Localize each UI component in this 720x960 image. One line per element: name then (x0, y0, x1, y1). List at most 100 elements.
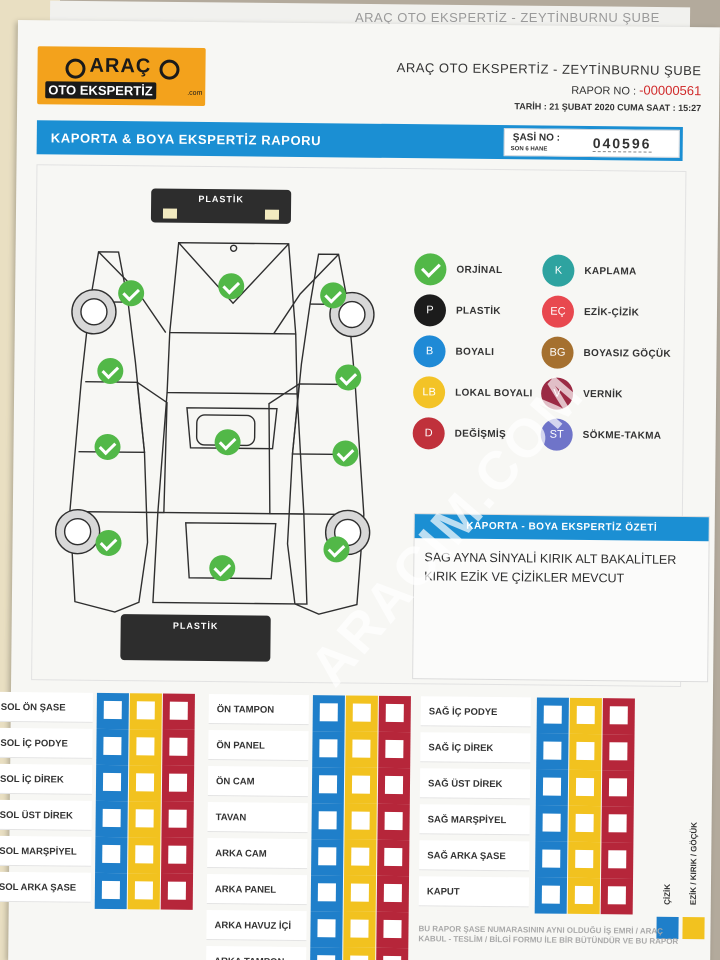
yellow-condition-cell (345, 731, 378, 768)
checkbox[interactable] (608, 778, 628, 797)
checkbox[interactable] (352, 739, 371, 758)
logo-domain: .com (187, 89, 203, 97)
checkbox[interactable] (169, 701, 188, 720)
checkbox[interactable] (351, 811, 370, 830)
wheel-icon (159, 59, 180, 80)
car-outline-diagram (54, 241, 375, 615)
checkbox[interactable] (384, 775, 404, 795)
part-label: SOL ÖN ŞASE (0, 691, 93, 723)
blue-condition-cell (535, 769, 569, 806)
part-label: SAĞ ARKA ŞASE (419, 840, 530, 872)
chassis-value: 040596 (592, 135, 652, 153)
checkbox[interactable] (135, 845, 154, 864)
checkbox[interactable] (351, 775, 371, 794)
checkbox[interactable] (350, 883, 369, 902)
checkbox[interactable] (383, 955, 402, 960)
report-number: -00000561 (639, 82, 702, 99)
checkbox[interactable] (317, 919, 336, 938)
checkbox[interactable] (541, 885, 560, 904)
checkbox[interactable] (608, 850, 627, 869)
checkbox[interactable] (168, 845, 187, 864)
red-condition-cell (377, 803, 410, 841)
checkbox[interactable] (576, 741, 595, 761)
red-condition-cell (162, 729, 195, 766)
checkbox[interactable] (134, 881, 153, 900)
checkbox[interactable] (318, 775, 338, 794)
part-label: ÖN TAMPON (208, 694, 309, 726)
legend-label: KAPLAMA (584, 265, 637, 277)
fog-light (264, 209, 280, 220)
checkbox[interactable] (319, 739, 338, 758)
blue-condition-cell (95, 800, 128, 838)
checkbox[interactable] (103, 736, 122, 756)
blue-condition-cell (534, 877, 568, 914)
checkbox[interactable] (575, 777, 595, 797)
blue-condition-cell (309, 947, 343, 960)
yellow-condition-cell (344, 767, 378, 804)
checkbox[interactable] (351, 847, 370, 866)
legend-code-icon: BG (541, 336, 574, 369)
blue-condition-cell (312, 731, 345, 768)
checkbox[interactable] (609, 706, 628, 725)
checkbox[interactable] (384, 811, 403, 831)
checkbox[interactable] (576, 705, 595, 725)
yellow-key-label: EZİK / KIRIK / GÖÇÜK (688, 821, 699, 906)
original-check-icon (332, 440, 359, 467)
checkbox[interactable] (167, 881, 186, 900)
checkbox[interactable] (136, 701, 155, 720)
checkbox[interactable] (318, 811, 337, 830)
original-check-icon (335, 364, 362, 391)
front-bumper-label: PLASTİK (198, 193, 244, 205)
checkbox[interactable] (318, 847, 337, 866)
checkbox[interactable] (608, 814, 627, 833)
yellow-condition-cell (569, 733, 602, 771)
checkbox[interactable] (384, 847, 403, 867)
yellow-condition-cell (343, 911, 376, 948)
legend-label: SÖKME-TAKMA (582, 429, 662, 442)
checkbox[interactable] (169, 737, 188, 756)
red-condition-cell (161, 765, 195, 802)
checkbox[interactable] (168, 809, 187, 828)
checkbox[interactable] (136, 737, 155, 756)
yellow-condition-cell (343, 875, 377, 912)
checkbox[interactable] (135, 773, 155, 792)
checkbox[interactable] (607, 886, 626, 905)
checkbox[interactable] (102, 844, 121, 864)
checkbox[interactable] (350, 919, 369, 938)
yellow-condition-cell (569, 697, 602, 735)
checkbox[interactable] (317, 883, 336, 902)
checkbox[interactable] (385, 739, 404, 759)
checkbox[interactable] (542, 813, 561, 832)
checkbox[interactable] (102, 808, 121, 828)
checkbox[interactable] (101, 880, 120, 900)
part-label: ARKA HAVUZ İÇİ (206, 910, 307, 942)
checkbox[interactable] (385, 703, 404, 723)
checkbox[interactable] (575, 849, 594, 869)
checkbox[interactable] (543, 705, 562, 724)
checkbox[interactable] (317, 955, 336, 960)
checkbox[interactable] (350, 955, 369, 960)
checkbox[interactable] (102, 772, 122, 792)
legend-code-icon: B (413, 335, 446, 368)
checkbox[interactable] (542, 777, 562, 796)
checkbox[interactable] (352, 703, 371, 722)
checkbox[interactable] (103, 700, 122, 720)
checkbox[interactable] (543, 741, 562, 760)
checkbox[interactable] (542, 849, 561, 868)
part-label: ARKA CAM (207, 838, 308, 870)
logo-name: ARAÇ (89, 54, 152, 78)
checkbox[interactable] (609, 742, 628, 761)
checkbox[interactable] (383, 919, 402, 939)
legend-label: ORJİNAL (456, 264, 503, 276)
part-label: SAĞ MARŞPİYEL (419, 804, 530, 836)
checkbox[interactable] (383, 883, 402, 903)
checkbox[interactable] (135, 809, 154, 828)
checkbox[interactable] (319, 703, 338, 722)
red-condition-cell (602, 734, 635, 771)
checkbox[interactable] (168, 773, 188, 792)
checkbox[interactable] (574, 885, 593, 905)
checkbox[interactable] (575, 813, 594, 833)
